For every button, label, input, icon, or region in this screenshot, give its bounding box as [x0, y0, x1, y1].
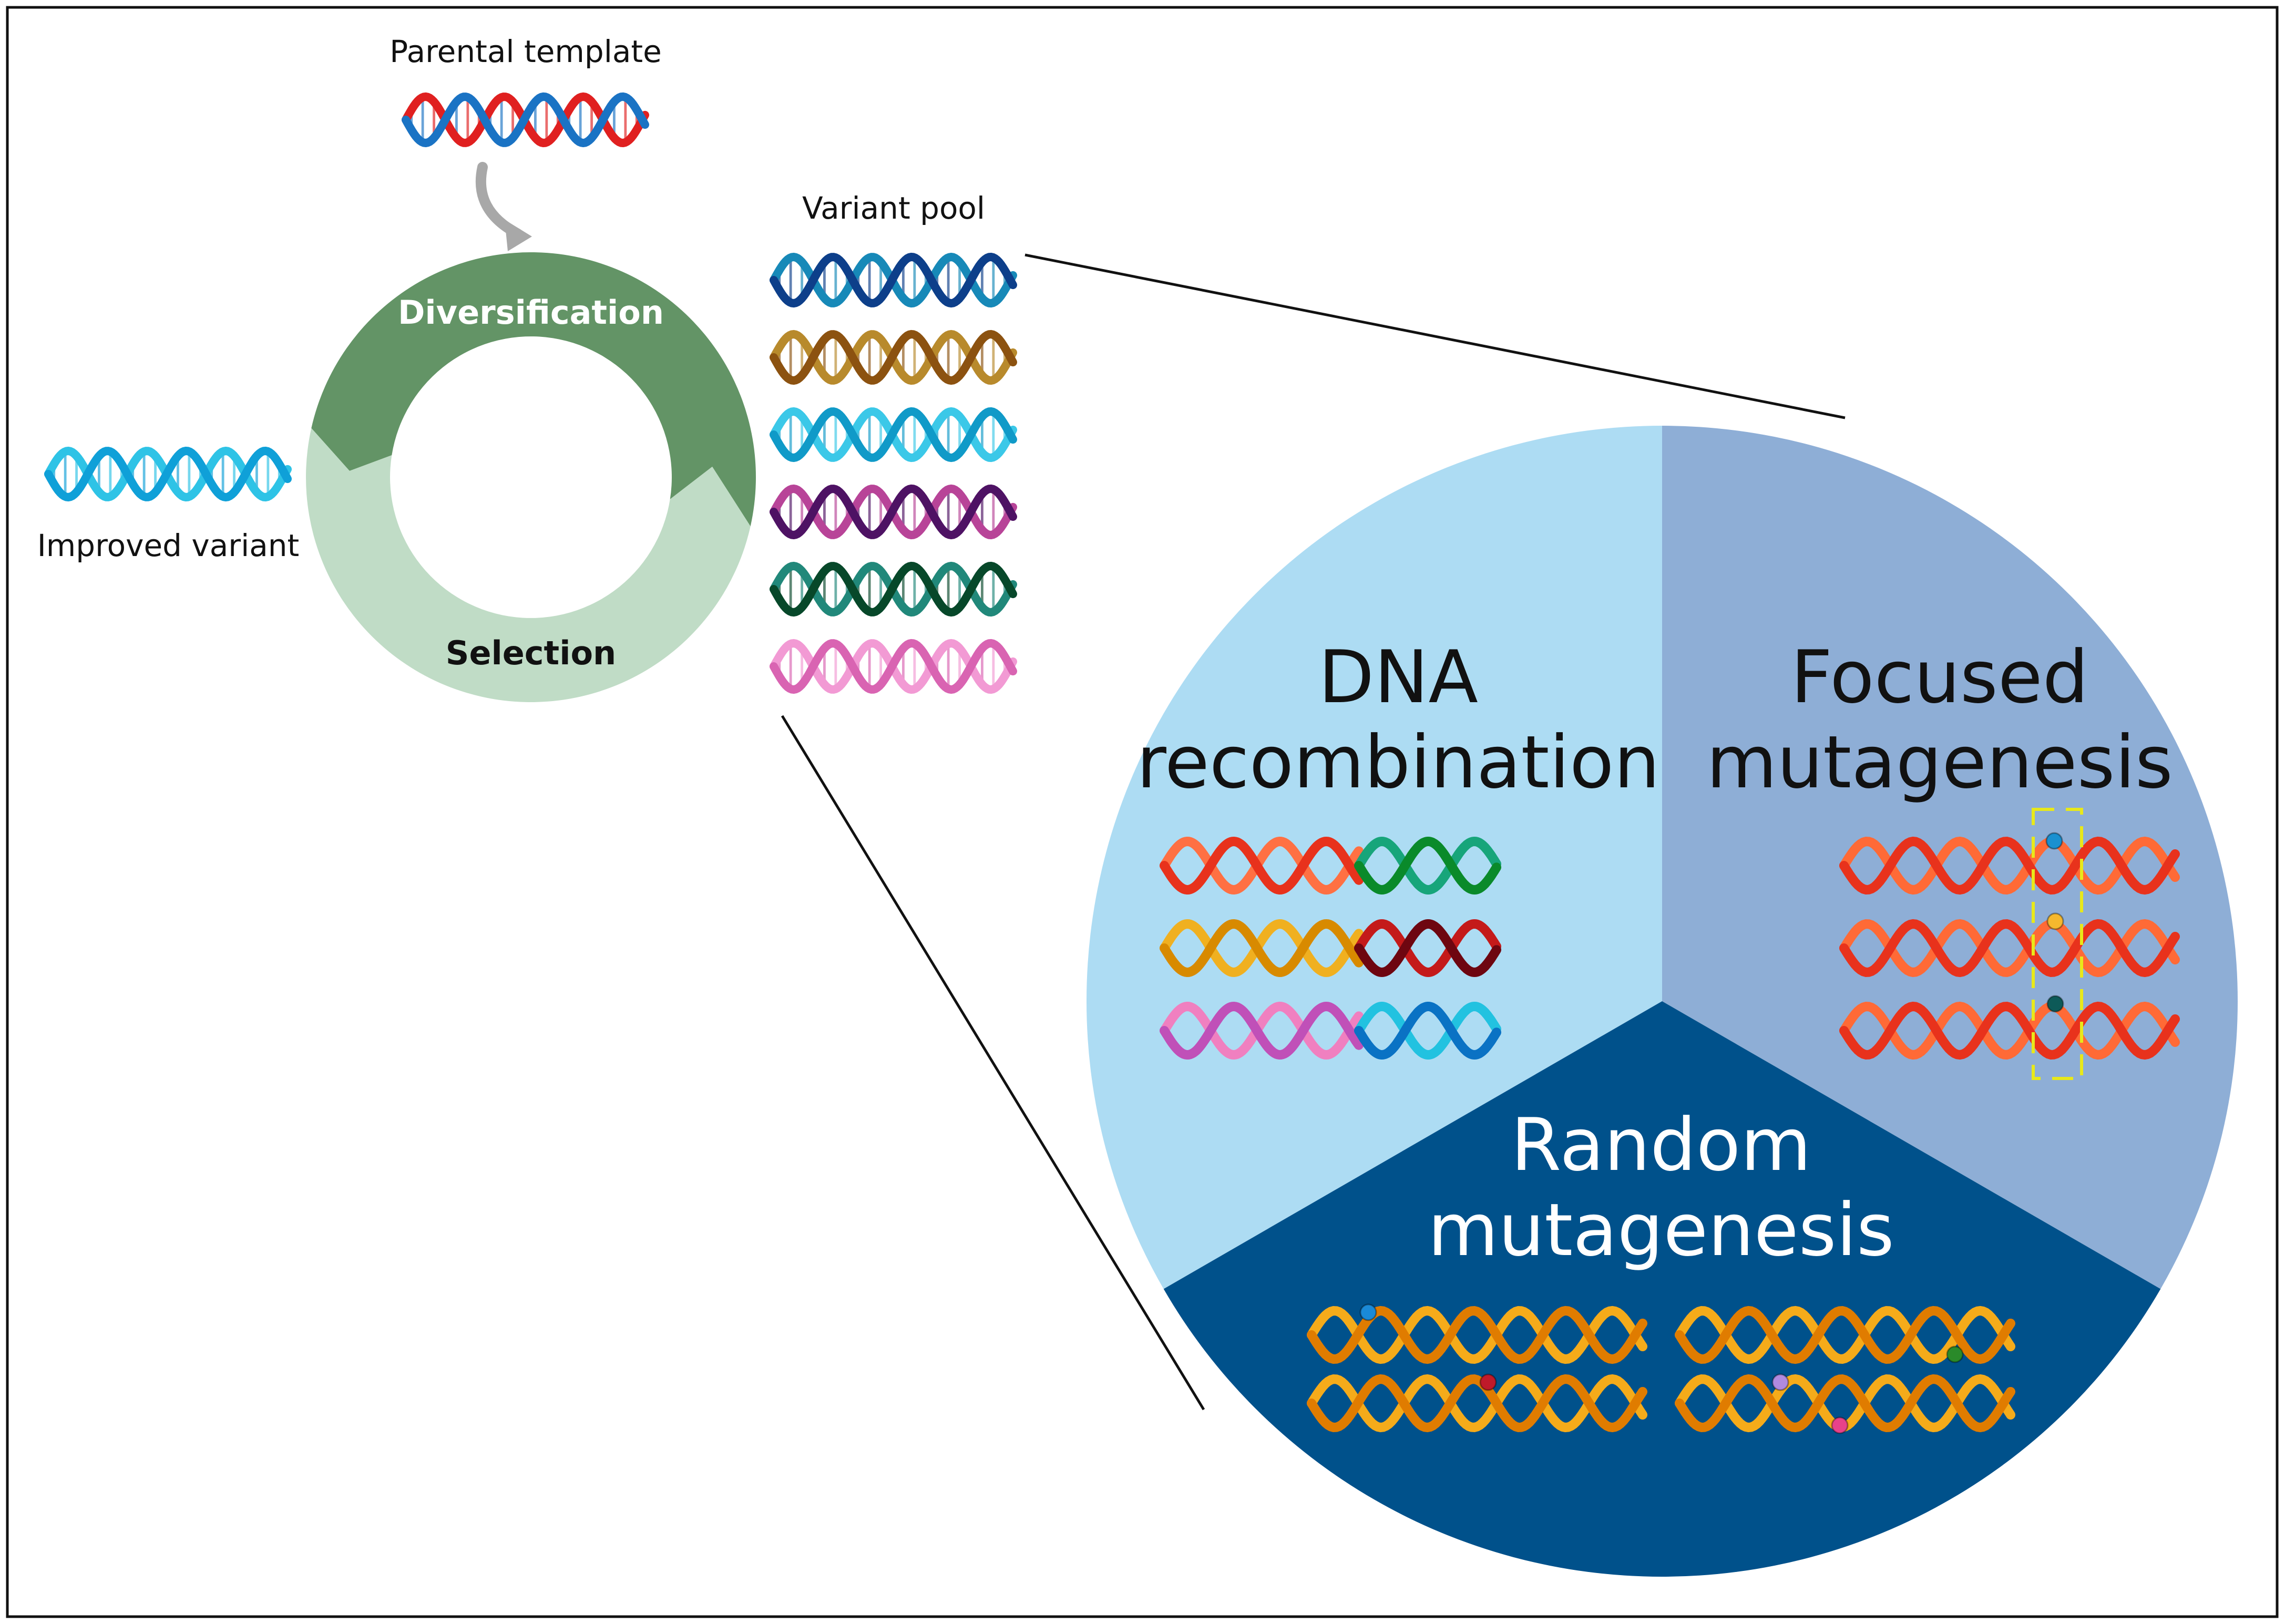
random-mutation-dot	[1479, 1373, 1497, 1391]
dna-recombination-label: DNA recombination	[1109, 635, 1687, 805]
parental-template-label: Parental template	[390, 34, 662, 69]
focused-region-box	[2032, 808, 2083, 1080]
recombination-helix-1-right	[1354, 836, 1501, 895]
random-mutagenesis-label: Random mutagenesis	[1361, 1103, 1961, 1273]
strand	[770, 561, 1017, 617]
variant-helix-4	[770, 484, 1017, 540]
focused-mutation-dot	[2045, 832, 2063, 850]
strand	[770, 407, 1017, 462]
strand	[1160, 1001, 1364, 1060]
random-helix-1	[1307, 1306, 1647, 1364]
random-mutation-dot	[1771, 1373, 1789, 1391]
strand	[1839, 836, 2180, 895]
strand	[1354, 837, 1501, 895]
strand	[1160, 1001, 1364, 1060]
strand	[1354, 1001, 1501, 1060]
focused-helix-2	[1839, 919, 2180, 978]
variant-helix-5	[770, 561, 1017, 617]
recombination-helix-2	[1160, 919, 1501, 978]
variant-pool-helices	[770, 252, 1017, 694]
random-mutagenesis-line1: Random	[1511, 1103, 1811, 1187]
sector-focused-mutagenesis	[1662, 426, 2238, 1289]
strand	[1839, 1001, 2180, 1060]
selection-label: Selection	[445, 634, 617, 672]
strand	[770, 639, 1017, 694]
strand	[770, 330, 1017, 385]
arrow-to-cycle	[475, 162, 523, 239]
random-helix-3	[1307, 1374, 1647, 1433]
recombination-helix-3	[1160, 1001, 1501, 1060]
parental-template-helix	[402, 92, 649, 148]
recombination-helix-3-left	[1160, 1001, 1364, 1060]
improved-variant-label: Improved variant	[37, 528, 300, 563]
variant-helix-6	[770, 639, 1017, 694]
random-mutation-dot	[1359, 1303, 1377, 1321]
strand	[770, 484, 1017, 540]
variant-helix-3	[770, 407, 1017, 462]
arrow-head	[505, 220, 532, 251]
selection-arc	[305, 428, 751, 702]
focused-helix-3	[1839, 1001, 2180, 1060]
mutation-dots	[1359, 832, 2064, 1434]
recombination-helix-1-left	[1160, 836, 1364, 895]
strand	[1354, 919, 1501, 977]
strand	[1307, 1374, 1647, 1433]
strand	[1160, 919, 1364, 978]
random-helix-2	[1675, 1306, 2015, 1364]
variant-pool-label: Variant pool	[802, 190, 986, 226]
strand	[44, 446, 292, 502]
dna-recombination-line2: recombination	[1136, 720, 1660, 805]
strand	[770, 252, 1017, 308]
figure-border	[6, 6, 2279, 1618]
strand	[1675, 1374, 2015, 1433]
variant-helix-1	[770, 252, 1017, 308]
variant-helix-2	[770, 330, 1017, 385]
strand	[1354, 1002, 1501, 1060]
random-mutagenesis-helices	[1307, 1306, 2015, 1433]
diversification-arc	[311, 252, 756, 527]
zoom-line-top	[1024, 253, 1846, 419]
focused-helix-1	[1839, 836, 2180, 895]
recombination-helix-1	[1160, 836, 1501, 895]
recombination-helix-3-right	[1354, 1001, 1501, 1060]
sector-dna-recombination	[1087, 426, 1662, 1289]
strand	[402, 92, 649, 148]
random-mutation-dot	[1946, 1345, 1964, 1363]
strand	[1354, 919, 1501, 978]
improved-variant-helix	[44, 446, 292, 502]
random-mutation-dot	[1831, 1416, 1849, 1434]
zoom-line-bottom	[781, 715, 1205, 1411]
strand	[1675, 1306, 2015, 1364]
recombination-helices	[1160, 836, 1501, 1060]
focused-mutagenesis-line1: Focused	[1790, 635, 2089, 720]
sector-random-mutagenesis	[1163, 1001, 2161, 1577]
strand	[1354, 836, 1501, 895]
strand	[1839, 919, 2180, 978]
strand	[1160, 836, 1364, 895]
focused-mutagenesis-label: Focused mutagenesis	[1645, 635, 2234, 805]
focused-mutation-dot	[2046, 912, 2064, 930]
strand	[1307, 1306, 1647, 1364]
dna-recombination-line1: DNA	[1318, 635, 1478, 720]
focused-mutagenesis-helices	[1839, 836, 2180, 1060]
random-mutagenesis-line2: mutagenesis	[1428, 1188, 1894, 1272]
parental-helix	[402, 92, 649, 148]
improved-helix	[44, 446, 292, 502]
strand	[1160, 836, 1364, 895]
recombination-helix-2-right	[1354, 919, 1501, 978]
diversification-label: Diversification	[397, 293, 664, 332]
recombination-helix-2-left	[1160, 919, 1364, 978]
focused-mutagenesis-line2: mutagenesis	[1706, 720, 2173, 805]
focused-mutation-dot	[2046, 995, 2064, 1013]
strand	[1160, 919, 1364, 978]
